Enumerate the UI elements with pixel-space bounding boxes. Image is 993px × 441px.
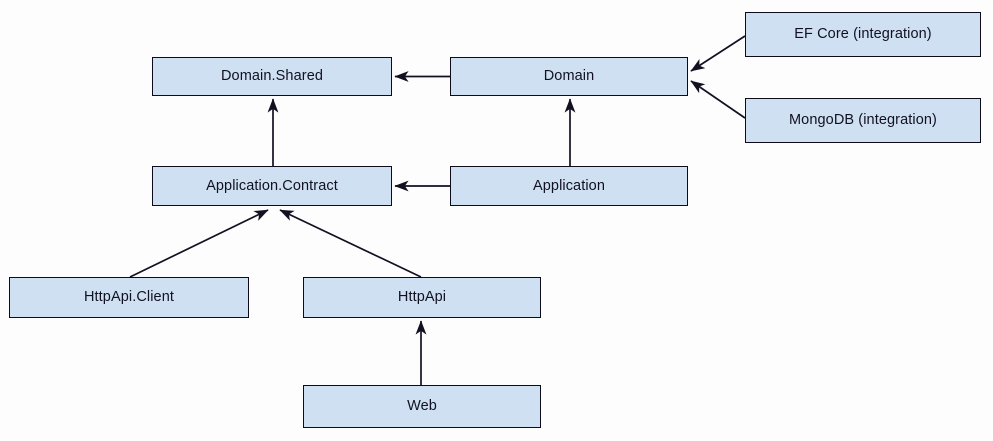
node-label-application-contract: Application.Contract [206,177,338,194]
node-ef-core-integration[interactable]: EF Core (integration) [745,12,981,57]
node-label-httpapi: HttpApi [397,289,447,306]
node-web[interactable]: Web [303,385,541,428]
node-label-web: Web [407,398,437,415]
node-label-application: Application [532,177,606,194]
node-domain-shared[interactable]: Domain.Shared [152,57,392,96]
node-application-contract[interactable]: Application.Contract [152,166,392,206]
node-application[interactable]: Application [450,166,688,206]
edge-ef-core-to-domain [690,35,746,72]
node-mongodb-integration[interactable]: MongoDB (integration) [745,98,981,143]
edge-mongodb-to-domain [690,80,746,119]
node-httpapi[interactable]: HttpApi [303,277,541,318]
node-httpapi-client[interactable]: HttpApi.Client [9,277,249,318]
node-label-httpapi-client: HttpApi.Client [83,289,175,306]
node-domain[interactable]: Domain [450,57,688,96]
edge-httpapi-client-to-application-contract [129,209,269,278]
node-label-domain: Domain [543,68,595,85]
node-label-mongodb-integration: MongoDB (integration) [789,112,937,129]
edge-httpapi-to-application-contract [279,209,422,278]
node-label-domain-shared: Domain.Shared [220,68,324,85]
node-label-ef-core-integration: EF Core (integration) [794,26,932,43]
